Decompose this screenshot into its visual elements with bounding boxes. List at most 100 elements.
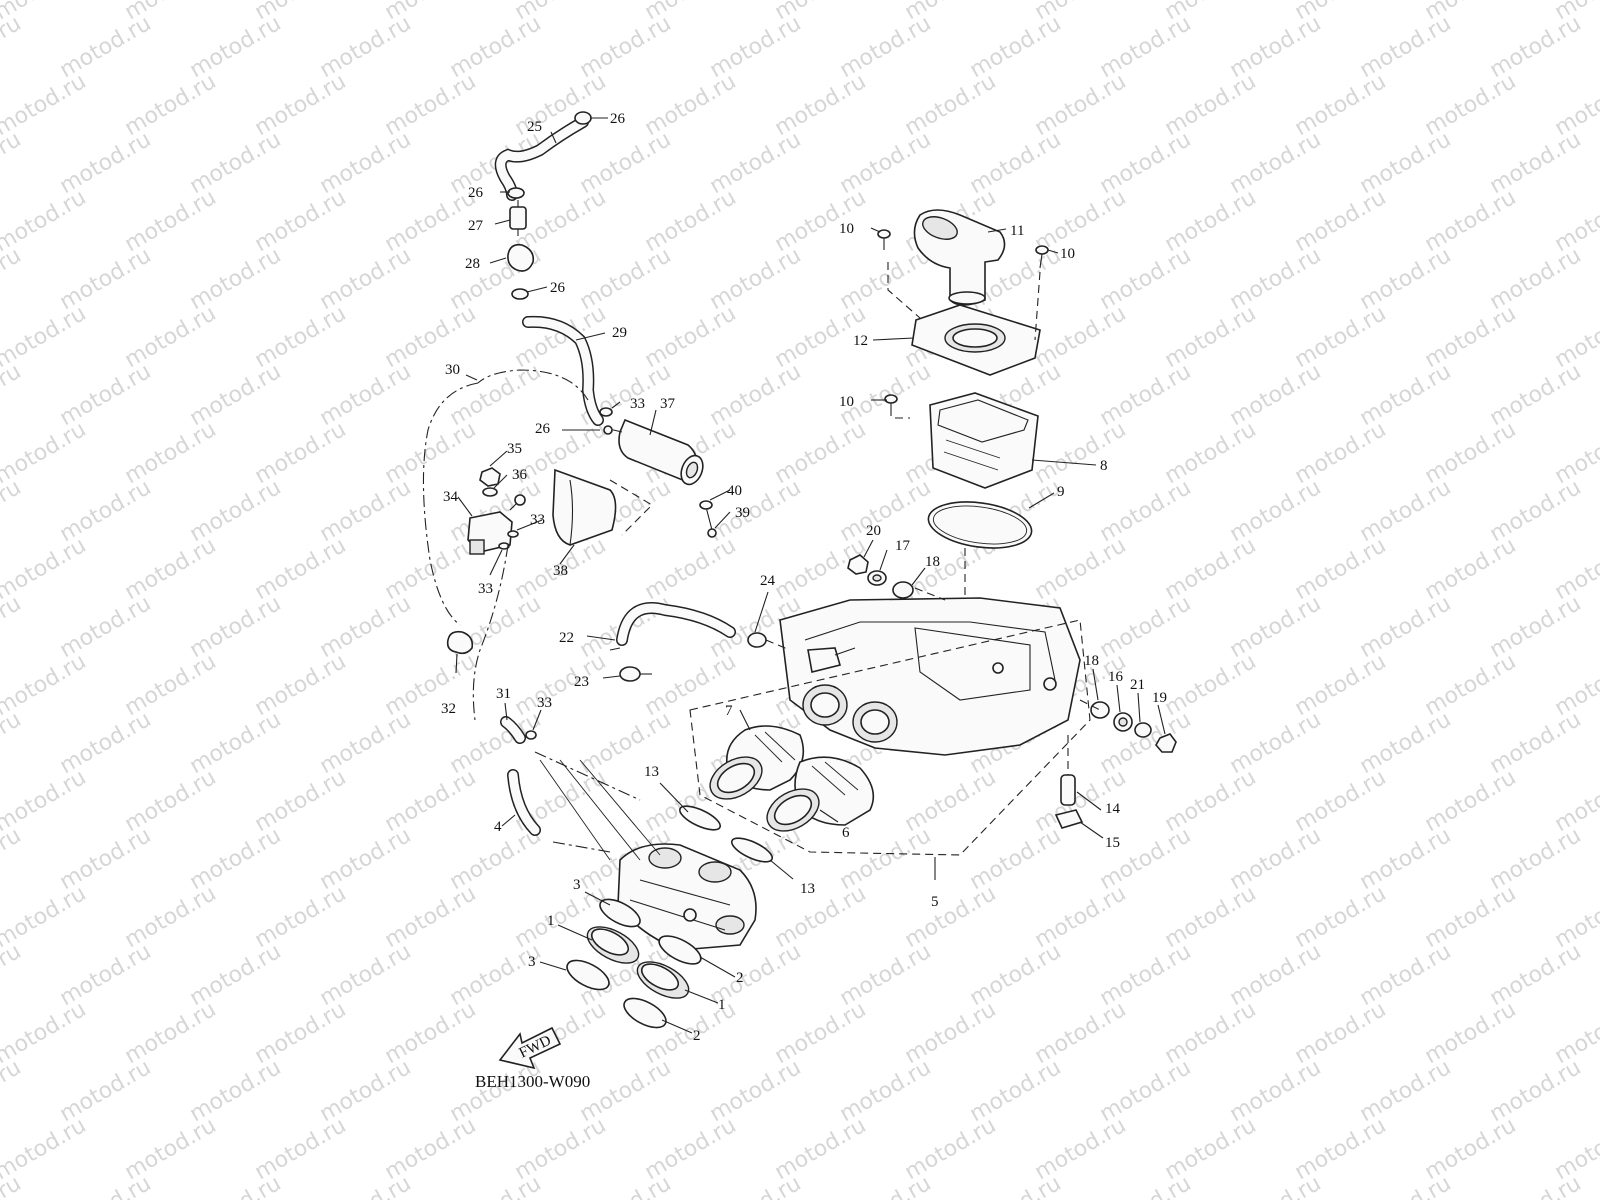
part-36-grommet — [482, 487, 498, 497]
watermark-text: motod.ru — [1551, 765, 1600, 837]
part-18-collar-side — [1090, 701, 1110, 719]
watermark-text: motod.ru — [836, 1171, 936, 1200]
callout-16: 16 — [1108, 669, 1124, 685]
callout-30: 30 — [445, 362, 460, 378]
part-28-joint — [507, 243, 535, 272]
part-13-clamp-lower — [730, 837, 774, 863]
watermark-text: motod.ru — [0, 359, 25, 431]
watermark-text: motod.ru — [0, 475, 25, 547]
callout-33: 33 — [630, 396, 645, 412]
part-3-funnel-cover-upper — [599, 898, 641, 928]
callout-numbers: 25 26 26 27 28 26 29 30 33 37 26 35 36 3… — [441, 111, 1167, 1044]
part-2-funnel-cover-upper — [658, 935, 702, 965]
callout-24: 24 — [760, 573, 776, 589]
callout-22: 22 — [559, 630, 574, 646]
watermark-text: motod.ru — [1551, 301, 1600, 373]
callout-33: 33 — [537, 695, 552, 711]
part-16-grommet-side — [1113, 712, 1133, 732]
alignment-line-collar — [914, 587, 946, 601]
callout-26: 26 — [550, 280, 566, 296]
watermark-text: motod.ru — [0, 243, 25, 315]
watermark-text: motod.ru — [1551, 881, 1600, 953]
part-35-nut — [479, 467, 501, 487]
callout-11: 11 — [1010, 223, 1024, 239]
part-10-screw-middle — [884, 394, 898, 416]
part-17-grommet — [867, 570, 887, 586]
part-19-bolt-side — [1155, 733, 1177, 753]
callout-9: 9 — [1057, 484, 1065, 500]
callout-29: 29 — [612, 325, 627, 341]
callout-40: 40 — [727, 483, 742, 499]
fwd-direction-arrow: FWD — [498, 1026, 562, 1070]
part-31-hose — [500, 716, 526, 744]
callout-1: 1 — [718, 997, 726, 1013]
air-box-fitting — [807, 647, 856, 673]
part-9-seal-ring — [927, 501, 1033, 549]
callout-36: 36 — [512, 467, 528, 483]
callout-26: 26 — [468, 185, 484, 201]
watermark-text: motod.ru — [0, 707, 25, 779]
watermark-text: motod.ru — [1551, 185, 1600, 257]
throttle-body-assembly — [539, 759, 757, 951]
callout-34: 34 — [443, 489, 459, 505]
watermark-text: motod.ru — [966, 1171, 1066, 1200]
callout-39: 39 — [735, 505, 750, 521]
part-37-breather-canister — [603, 418, 704, 486]
part-20-bolt — [847, 554, 869, 575]
watermark-text: motod.ru — [56, 1171, 156, 1200]
callout-32: 32 — [441, 701, 456, 717]
callout-26: 26 — [535, 421, 551, 437]
callout-10: 10 — [839, 221, 854, 237]
watermark-text: motod.ru — [0, 1055, 25, 1127]
callout-10: 10 — [839, 394, 854, 410]
watermark-text: motod.ru — [0, 11, 25, 83]
part-26-clip-top — [574, 111, 592, 125]
part-6-intake-joint — [766, 756, 875, 832]
callout-31: 31 — [496, 686, 511, 702]
callout-2: 2 — [693, 1028, 701, 1044]
part-8-air-filter — [895, 392, 1039, 489]
watermark-text: motod.ru — [0, 1171, 25, 1200]
part-5-air-box — [689, 597, 1091, 856]
part-26-clip-mid — [507, 187, 525, 199]
part-25-breather-hose — [494, 116, 589, 201]
callout-37: 37 — [660, 396, 676, 412]
part-33-clip-lower — [525, 730, 537, 740]
callout-38: 38 — [553, 563, 568, 579]
callout-25: 25 — [527, 119, 542, 135]
callout-27: 27 — [468, 218, 484, 234]
part-24-clamp — [747, 632, 791, 651]
callout-19: 19 — [1152, 690, 1167, 706]
watermark-text: motod.ru — [576, 1171, 676, 1200]
watermark-text: motod.ru — [1551, 533, 1600, 605]
callout-4: 4 — [494, 819, 502, 835]
callout-28: 28 — [465, 256, 480, 272]
part-1-intake-funnel-lower — [636, 961, 690, 999]
watermark-text: motod.ru — [706, 1171, 806, 1200]
callout-18: 18 — [925, 554, 940, 570]
part-2-funnel-cover-lower — [623, 997, 667, 1029]
part-11-intake-duct — [913, 209, 1006, 306]
part-18-collar-top — [892, 581, 914, 599]
part-40-washer — [699, 500, 713, 510]
part-14-drain-pipe — [1060, 735, 1076, 806]
callout-18: 18 — [1084, 653, 1099, 669]
watermark-text: motod.ru — [0, 939, 25, 1011]
watermark-text: motod.ru — [1096, 1171, 1196, 1200]
part-12-duct-plate — [887, 262, 1041, 376]
callout-5: 5 — [931, 894, 939, 910]
callout-21: 21 — [1130, 677, 1145, 693]
callout-10: 10 — [1060, 246, 1075, 262]
part-10-screw-top-left — [877, 229, 891, 250]
callout-33: 33 — [478, 581, 493, 597]
part-29-hose — [522, 315, 604, 426]
callout-12: 12 — [853, 333, 868, 349]
part-13-clamp-upper — [678, 805, 722, 831]
watermark-text: motod.ru — [186, 1171, 286, 1200]
part-22-hose — [609, 602, 736, 651]
callout-17: 17 — [895, 538, 911, 554]
watermark-text: motod.ru — [0, 127, 25, 199]
leader-lines — [455, 117, 1166, 1034]
watermark-text: motod.ru — [0, 823, 25, 895]
